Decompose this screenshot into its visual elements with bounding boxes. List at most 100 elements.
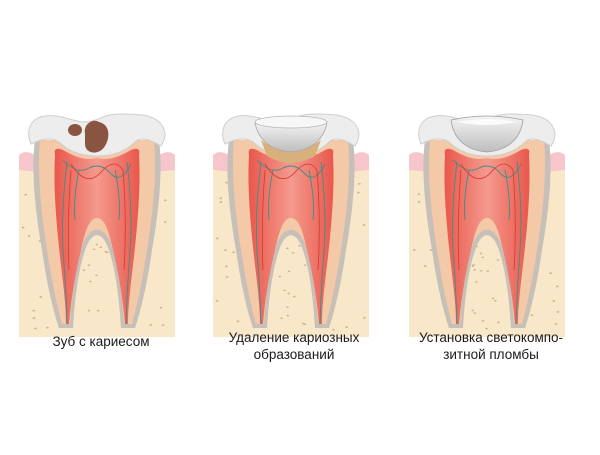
- vessel: [316, 169, 320, 271]
- bone-dot: [89, 280, 92, 283]
- bone-dot: [161, 324, 165, 327]
- caption-composite-filling: Установка светокомпо- зитной пломбы: [396, 329, 586, 363]
- bone-dot: [479, 252, 483, 255]
- bone-dot: [358, 182, 361, 185]
- bone-dot: [32, 317, 36, 320]
- bone-dot: [491, 297, 495, 300]
- bone-dot: [287, 270, 291, 273]
- bone-dot: [496, 259, 500, 261]
- bone-dot: [471, 309, 474, 312]
- bone-dot: [283, 289, 286, 292]
- bone-dot: [298, 245, 301, 247]
- vessel: [62, 159, 132, 178]
- vessel: [74, 169, 80, 221]
- bone-dot: [473, 312, 477, 314]
- bone-dot: [417, 193, 421, 196]
- vessel: [67, 169, 72, 271]
- bone-dot: [82, 269, 86, 272]
- bone-dot: [332, 328, 335, 331]
- vessels-red: [67, 163, 126, 271]
- bone-dot: [554, 323, 558, 325]
- bone-dot: [163, 199, 167, 202]
- bone-dot: [95, 243, 99, 246]
- bone-dot: [363, 316, 366, 319]
- vessels: [452, 159, 522, 325]
- bone-dot: [552, 300, 556, 302]
- vessel: [457, 169, 462, 271]
- bone-dot: [556, 310, 560, 313]
- bone-dot: [96, 309, 100, 312]
- bone-dot: [215, 299, 219, 302]
- bone-dot: [278, 275, 282, 278]
- bone-dot: [27, 235, 31, 237]
- vessel: [515, 161, 522, 325]
- bone-dot: [232, 251, 235, 254]
- bone-dot: [224, 265, 228, 268]
- tooth-panel-2: [409, 113, 565, 337]
- vessels-red: [261, 163, 320, 271]
- bone-dot: [473, 268, 476, 271]
- caption-line: Зуб с кариесом: [52, 334, 150, 349]
- bone-dot: [24, 193, 28, 196]
- vessel: [268, 169, 274, 221]
- vessel: [114, 169, 120, 221]
- bone-dot: [485, 327, 489, 330]
- vessel: [122, 169, 126, 271]
- vessel: [70, 163, 124, 179]
- vessel: [125, 161, 132, 325]
- bone-dot: [21, 226, 25, 229]
- bone-dot: [225, 181, 228, 184]
- cavity-rim: [254, 115, 328, 129]
- bone-dot: [345, 326, 349, 329]
- vessel: [261, 169, 266, 271]
- bone-dot: [280, 317, 283, 319]
- bone-dot: [286, 314, 290, 317]
- bone-dot: [291, 252, 295, 254]
- bone-dot: [46, 326, 49, 329]
- bone-dot: [549, 272, 552, 275]
- tooth-panel-1: [213, 113, 369, 337]
- vessel: [319, 161, 326, 325]
- bone-dot: [423, 265, 427, 267]
- bone-dot: [163, 221, 167, 223]
- vessel: [512, 169, 516, 271]
- vessel: [256, 161, 262, 325]
- bone-dot: [87, 264, 91, 266]
- caption-line: образований: [253, 347, 335, 362]
- bone-dot: [236, 320, 240, 323]
- vessel: [256, 159, 326, 178]
- bone-dot: [225, 276, 229, 278]
- bone-dot: [99, 246, 103, 249]
- vessels: [256, 159, 326, 325]
- tooth-panel-0: [19, 113, 175, 337]
- bone-dot: [87, 309, 91, 312]
- bone-dot: [475, 281, 478, 283]
- bone-dot: [479, 269, 483, 272]
- caries-small: [68, 124, 82, 136]
- bone-dot: [530, 314, 534, 317]
- bone-dot: [149, 324, 153, 326]
- bone-dot: [92, 248, 96, 251]
- caption-line: Установка светокомпо-: [418, 330, 564, 345]
- vessel: [308, 169, 314, 221]
- vessel: [464, 169, 470, 221]
- caption-removal-of-caries: Удаление кариозных образований: [199, 329, 389, 363]
- vessel: [452, 161, 458, 325]
- composite-filling: [450, 115, 524, 153]
- bone-dots: [215, 181, 366, 331]
- caption-line: зитной пломбы: [443, 347, 539, 362]
- bone-dot: [412, 249, 416, 251]
- vessel: [504, 169, 510, 221]
- bone-dot: [357, 191, 360, 194]
- bone-dot: [286, 306, 289, 308]
- bone-dot: [303, 264, 307, 266]
- bone-dot: [95, 274, 98, 277]
- caption-line: Удаление кариозных: [228, 330, 360, 345]
- bone-dot: [292, 295, 296, 298]
- filling-highlight: [457, 119, 517, 125]
- bone-dot: [486, 270, 490, 272]
- bone-dot: [494, 299, 497, 302]
- bone-dot: [287, 292, 291, 295]
